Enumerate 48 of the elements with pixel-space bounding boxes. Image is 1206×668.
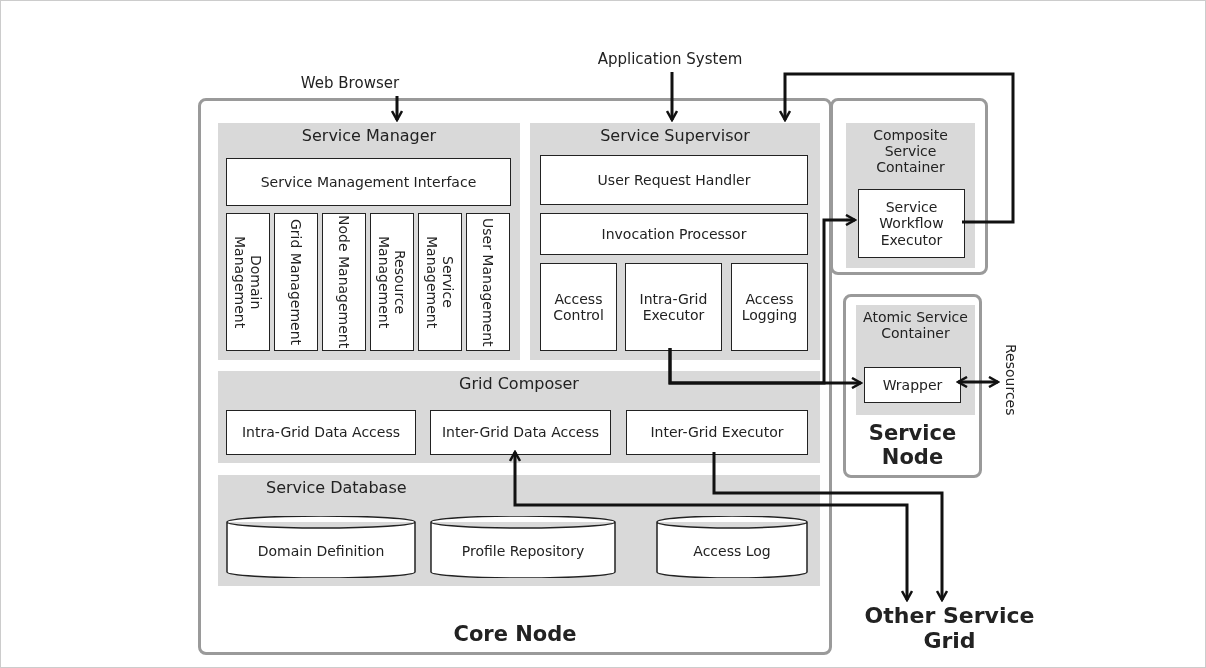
panel-title: Service Supervisor	[599, 127, 751, 146]
component-panel	[530, 123, 820, 360]
node-outline	[830, 98, 988, 275]
module-box: Grid Management	[274, 213, 318, 351]
component-panel	[846, 123, 975, 268]
panel-title: Service Database	[266, 479, 408, 498]
panel-title: Atomic Service Container	[862, 309, 969, 342]
panel-title: Service Node	[867, 420, 958, 469]
module-box: Node Management	[322, 213, 366, 351]
module-box: Access Control	[540, 263, 617, 351]
arrow	[390, 96, 404, 122]
panel-title: Grid Composer	[458, 375, 580, 394]
component-panel	[856, 305, 975, 415]
module-box: Resource Management	[370, 213, 414, 351]
arrow	[712, 452, 949, 602]
module-box: Service Workflow Executor	[858, 189, 965, 258]
module-box: Intra-Grid Executor	[625, 263, 722, 351]
arrow	[668, 213, 857, 385]
external-label: Web Browser	[300, 72, 400, 96]
module-box: Wrapper	[864, 367, 961, 403]
panel-title: Core Node	[452, 621, 578, 646]
arrow	[665, 72, 679, 122]
database-cylinder: Profile Repository	[430, 516, 616, 578]
panel-title: Service Manager	[300, 127, 438, 146]
external-label: Other Service Grid	[862, 600, 1037, 656]
module-box: Intra-Grid Data Access	[226, 410, 416, 455]
arrow	[956, 375, 1000, 389]
external-label: Application System	[580, 48, 760, 72]
module-box: Inter-Grid Data Access	[430, 410, 611, 455]
database-cylinder: Access Log	[656, 516, 808, 578]
node-outline	[198, 98, 832, 655]
external-label: Resources	[998, 330, 1024, 430]
component-panel	[218, 475, 820, 586]
arrow	[508, 450, 914, 602]
module-box: Invocation Processor	[540, 213, 808, 255]
module-box: Inter-Grid Executor	[626, 410, 808, 455]
database-cylinder: Domain Definition	[226, 516, 416, 578]
component-panel	[218, 123, 520, 360]
module-box: Access Logging	[731, 263, 808, 351]
arrow	[778, 72, 1015, 224]
module-box: User Request Handler	[540, 155, 808, 205]
component-panel	[218, 371, 820, 463]
node-outline	[843, 294, 982, 478]
panel-title: Composite Service Container	[872, 127, 949, 176]
module-box: Service Management Interface	[226, 158, 511, 206]
module-box: Service Management	[418, 213, 462, 351]
module-box: Domain Management	[226, 213, 270, 351]
module-box: User Management	[466, 213, 510, 351]
